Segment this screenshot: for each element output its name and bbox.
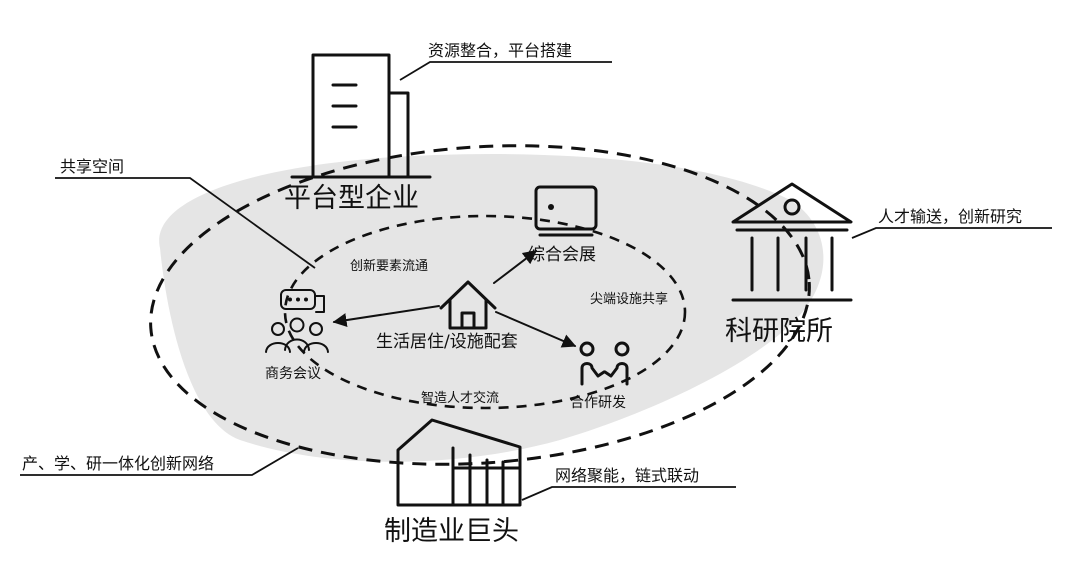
house-icon (439, 280, 497, 330)
arrow-to-exhibition (493, 250, 538, 284)
living-label: 生活居住/设施配套 (376, 332, 518, 352)
institute-building-icon (731, 182, 853, 302)
integration-annotation: 产、学、研一体化创新网络 (22, 454, 214, 473)
shared-space-annotation: 共享空间 (60, 157, 124, 176)
innovation-elements-label: 创新要素流通 (350, 258, 428, 274)
outer-dashed-ring (149, 144, 811, 466)
resources-leader-line (399, 61, 612, 81)
inner-dashed-ring (283, 214, 687, 410)
rd-cooperation-label: 合作研发 (570, 395, 626, 411)
manufacturing-giant-label: 制造业巨头 (384, 516, 519, 547)
resources-annotation: 资源整合，平台搭建 (428, 41, 572, 60)
research-institute-label: 科研院所 (725, 316, 833, 347)
office-building-icon (290, 53, 432, 179)
talent-leader-line (851, 227, 1052, 239)
business-meeting-label: 商务会议 (265, 366, 321, 382)
shared-space-leader-line (55, 177, 316, 269)
integration-leader-line (20, 447, 299, 476)
talent-annotation: 人才输送，创新研究 (878, 207, 1022, 226)
handshake-people-icon (579, 341, 630, 386)
meeting-people-icon (265, 289, 329, 353)
network-leader-line (521, 486, 736, 501)
shaded-network-area (159, 154, 824, 462)
arrow-to-cooperation (495, 311, 577, 348)
exhibition-label: 综合会展 (528, 245, 596, 265)
facility-sharing-label: 尖端设施共享 (590, 291, 668, 307)
talent-exchange-label: 智造人才交流 (421, 390, 499, 406)
factory-building-icon (396, 418, 522, 507)
platform-enterprise-label: 平台型企业 (284, 183, 419, 214)
monitor-icon (534, 185, 598, 237)
network-annotation: 网络聚能，链式联动 (555, 466, 699, 485)
arrow-to-meeting (332, 305, 440, 328)
